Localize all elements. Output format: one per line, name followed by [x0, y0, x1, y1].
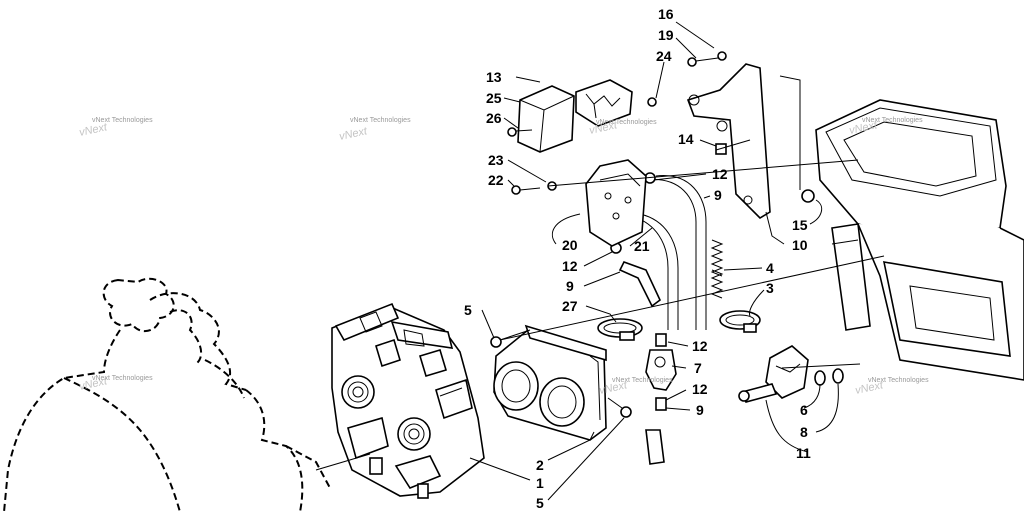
watermark-text: vNext Technologies	[612, 377, 673, 384]
callout-24: 24	[656, 48, 672, 64]
mounting-bracket-10	[686, 63, 771, 220]
callout-9-c: 9	[696, 402, 704, 418]
watermark-text: vNext Technologies	[92, 117, 153, 124]
washers-6-8	[814, 368, 844, 386]
callout-9-b: 9	[714, 187, 722, 203]
bolt-16	[687, 51, 727, 67]
hose-clamp-27	[597, 318, 643, 341]
callout-25: 25	[486, 90, 502, 106]
carburetor-assembly	[315, 302, 485, 499]
callout-19: 19	[658, 27, 674, 43]
callout-3: 3	[766, 280, 774, 296]
callout-8: 8	[800, 424, 808, 440]
callout-leaders	[469, 21, 839, 501]
svg-text:vNext: vNext	[848, 119, 879, 137]
watermarks: vNext vNext Technologies vNext vNext Tec…	[78, 117, 929, 397]
watermark-text: vNext Technologies	[868, 377, 929, 384]
callout-23: 23	[488, 152, 504, 168]
washer-24	[647, 97, 657, 107]
callout-13: 13	[486, 69, 502, 85]
callout-12-a: 12	[562, 258, 578, 274]
watermark-text: vNext Technologies	[350, 117, 411, 124]
svg-text:vNext: vNext	[854, 379, 885, 397]
screw-5-upper	[490, 329, 531, 348]
callout-12-b: 12	[712, 166, 728, 182]
watermark-text: vNext Technologies	[92, 375, 153, 382]
callout-6: 6	[800, 402, 808, 418]
callout-9-a: 9	[566, 278, 574, 294]
callout-15: 15	[792, 217, 808, 233]
engine-outline	[3, 277, 331, 512]
callout-26: 26	[486, 110, 502, 126]
svg-text:vNext: vNext	[78, 121, 109, 139]
callout-12-d: 12	[692, 381, 708, 397]
control-module-20	[585, 159, 647, 247]
callout-5-upper: 5	[464, 302, 472, 318]
callout-21: 21	[634, 238, 650, 254]
callout-12-c: 12	[692, 338, 708, 354]
callout-5-lower: 5	[536, 495, 544, 511]
intake-boot	[493, 324, 607, 441]
svg-text:vNext: vNext	[78, 375, 109, 393]
callout-27: 27	[562, 298, 578, 314]
nut-15	[801, 189, 815, 203]
callout-20: 20	[562, 237, 578, 253]
svg-text:vNext: vNext	[338, 125, 369, 143]
spring-4	[710, 239, 724, 299]
callout-1: 1	[536, 475, 544, 491]
pump-assembly	[738, 345, 809, 403]
callout-16: 16	[658, 6, 674, 22]
callout-labels: 13 25 26 23 22 20 12 9 21 27 5 2 1 5 16 …	[464, 6, 811, 511]
svg-text:vNext: vNext	[588, 119, 619, 137]
valve-assembly	[575, 79, 633, 127]
screw-22	[511, 181, 557, 195]
solenoid-13	[517, 85, 575, 153]
watermark-text: vNext Technologies	[596, 119, 657, 126]
reference-lines	[499, 75, 885, 369]
screw-5-lower	[607, 397, 632, 418]
fuel-pump-7	[645, 349, 677, 391]
hose-clamp-3	[719, 310, 761, 333]
callout-14: 14	[678, 131, 694, 147]
watermark-text: vNext Technologies	[862, 117, 923, 124]
chassis-airbox	[815, 99, 1024, 381]
callout-4: 4	[766, 260, 774, 276]
svg-text:vNext: vNext	[598, 379, 629, 397]
screw-26	[507, 127, 533, 137]
callout-11: 11	[796, 445, 811, 461]
callout-22: 22	[488, 172, 504, 188]
callout-7: 7	[694, 360, 702, 376]
callout-10: 10	[792, 237, 808, 253]
callout-2: 2	[536, 457, 544, 473]
